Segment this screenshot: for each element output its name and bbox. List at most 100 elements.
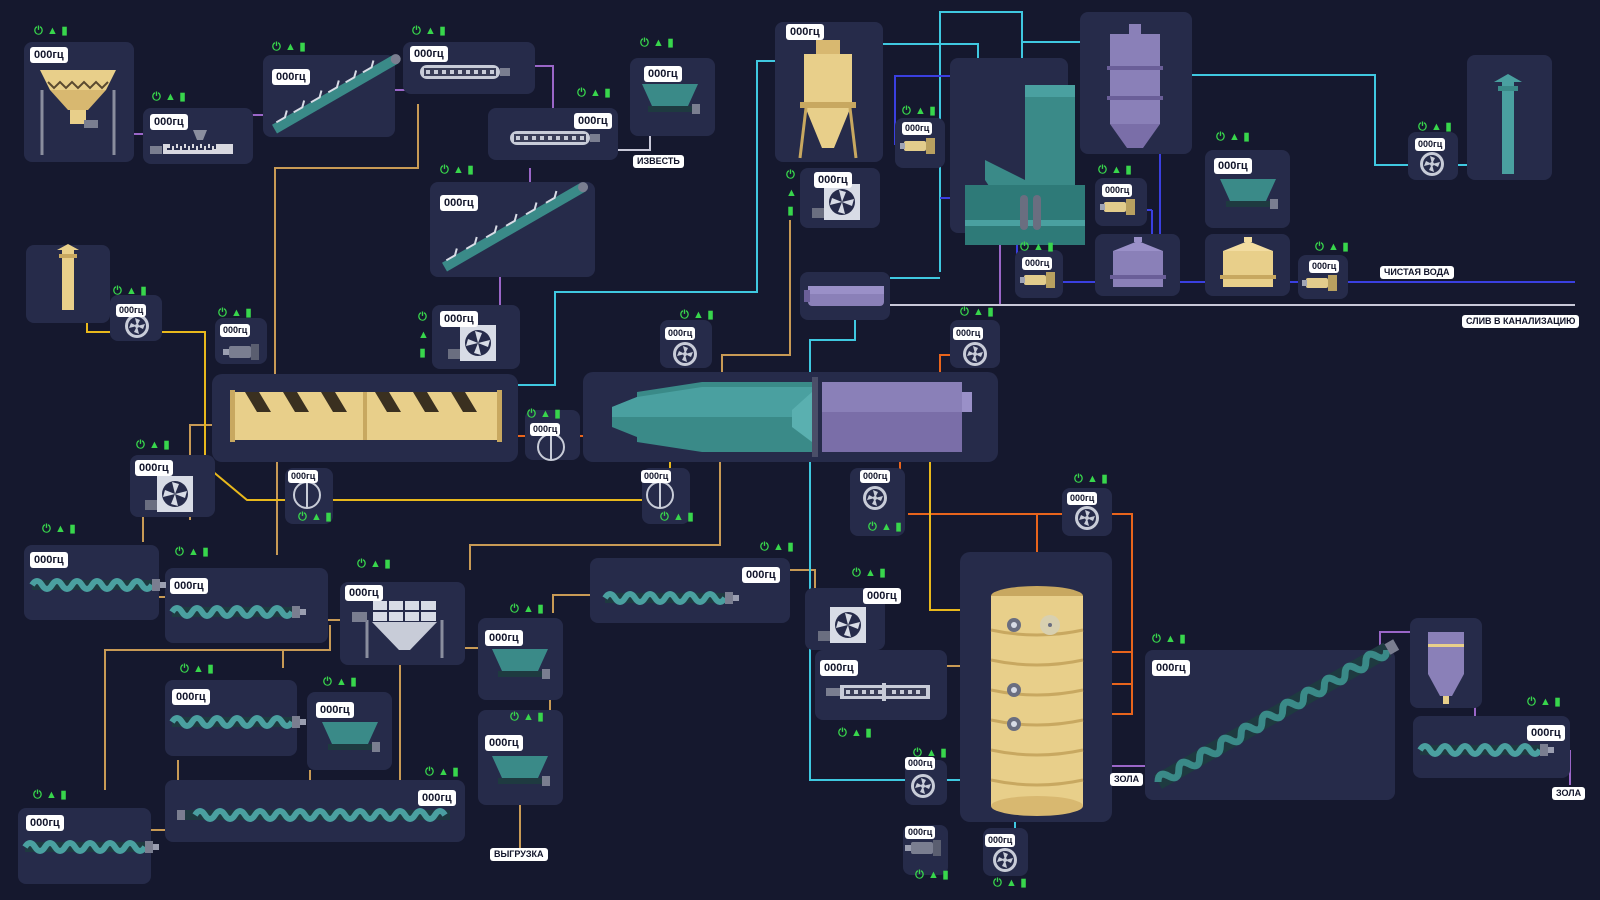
chain-conveyor-1 (420, 65, 510, 79)
flame-icon: ▲ (693, 309, 704, 321)
status-indicators: ⏻▲▮ (1020, 240, 1055, 254)
frequency-readout[interactable]: 000гц (316, 702, 354, 718)
frequency-readout[interactable]: 000гц (418, 790, 456, 806)
frequency-readout[interactable]: 000гц (742, 567, 780, 583)
status-indicators: ⏻▲▮ (1527, 695, 1562, 709)
frequency-readout[interactable]: 000гц (150, 114, 188, 130)
chain-conveyor-3 (826, 683, 930, 701)
frequency-readout[interactable]: 000гц (272, 69, 310, 85)
flame-icon: ▲ (425, 25, 436, 37)
frequency-readout[interactable]: 000гц (1022, 257, 1053, 270)
frequency-readout[interactable]: 000гц (1415, 138, 1446, 151)
power-icon: ⏻ (993, 877, 1002, 889)
frequency-readout[interactable]: 000гц (985, 834, 1016, 847)
bag-filter (1107, 24, 1163, 148)
sewer-drain-label: СЛИВ В КАНАЛИЗАЦИЮ (1462, 315, 1580, 328)
status-indicators: ⏻▲▮ (577, 86, 612, 100)
pipe-tan (721, 220, 791, 372)
frequency-readout[interactable]: 000гц (863, 588, 901, 604)
pipe-cyan (1180, 74, 1412, 166)
frequency-readout[interactable]: 000гц (30, 552, 68, 568)
frequency-readout[interactable]: 000гц (905, 826, 936, 839)
flame-icon: ▲ (193, 663, 204, 675)
frequency-readout[interactable]: 000гц (905, 757, 936, 770)
frequency-readout[interactable]: 000гц (644, 66, 682, 82)
frequency-readout[interactable]: 000гц (1152, 660, 1190, 676)
frequency-readout[interactable]: 000гц (288, 470, 319, 483)
power-icon: ⏻ (412, 25, 421, 37)
flame-icon: ▲ (370, 558, 381, 570)
frequency-readout[interactable]: 000гц (485, 630, 523, 646)
thermometer-icon: ▮ (707, 309, 714, 321)
water-tank-1 (1110, 237, 1166, 287)
flame-icon: ▲ (523, 603, 534, 615)
frequency-readout[interactable]: 000гц (135, 460, 173, 476)
frequency-readout[interactable]: 000гц (814, 172, 852, 188)
power-icon: ⏻ (1074, 473, 1083, 485)
frequency-readout[interactable]: 000гц (220, 324, 251, 337)
screw-conveyor-4 (172, 716, 306, 728)
frequency-readout[interactable]: 000гц (440, 311, 478, 327)
power-icon: ⏻ (852, 567, 861, 579)
rotary-kiln (612, 377, 972, 457)
power-icon: ⏻ (357, 558, 366, 570)
frequency-readout[interactable]: 000гц (1214, 158, 1252, 174)
power-icon: ⏻ (915, 869, 924, 881)
flame-icon: ▲ (973, 306, 984, 318)
screw-conveyor-long (177, 808, 450, 822)
frequency-readout[interactable]: 000гц (485, 735, 523, 751)
thermometer-icon: ▮ (1342, 241, 1349, 253)
frequency-readout[interactable]: 000гц (902, 122, 933, 135)
frequency-readout[interactable]: 000гц (172, 689, 210, 705)
status-indicators: ⏻▲▮ (838, 726, 873, 740)
flame-icon: ▲ (1328, 241, 1339, 253)
frequency-readout[interactable]: 000гц (1309, 260, 1340, 273)
frequency-readout[interactable]: 000гц (116, 304, 147, 317)
power-icon: ⏻ (868, 521, 877, 533)
frequency-readout[interactable]: 000гц (530, 423, 561, 436)
thermometer-icon: ▮ (60, 789, 67, 801)
flame-icon: ▲ (1431, 121, 1442, 133)
power-icon: ⏻ (902, 105, 911, 117)
power-icon: ⏻ (510, 711, 519, 723)
exhaust-stack-left (57, 244, 79, 310)
fan-4 (963, 342, 987, 366)
thermometer-icon: ▮ (1020, 877, 1027, 889)
status-indicators: ⏻▲▮ (510, 602, 545, 616)
frequency-readout[interactable]: 000гц (1527, 725, 1565, 741)
frequency-readout[interactable]: 000гц (1102, 184, 1133, 197)
thermometer-icon: ▮ (452, 766, 459, 778)
frequency-readout[interactable]: 000гц (30, 47, 68, 63)
pipe-cyan (500, 60, 795, 386)
status-indicators: ⏻▲▮ (527, 407, 562, 421)
frequency-readout[interactable]: 000гц (26, 815, 64, 831)
frequency-readout[interactable]: 000гц (860, 470, 891, 483)
power-icon: ⏻ (218, 307, 227, 319)
ash-silo (1428, 632, 1464, 704)
frequency-readout[interactable]: 000гц (574, 113, 612, 129)
status-indicators: ⏻▲▮ (510, 710, 545, 724)
flame-icon: ▲ (590, 87, 601, 99)
clean-water-label: ЧИСТАЯ ВОДА (1380, 266, 1454, 279)
chain-conveyor-2 (510, 131, 600, 145)
incline-conveyor-1 (272, 54, 401, 134)
frequency-readout[interactable]: 000гц (1067, 492, 1098, 505)
power-icon: ⏻ (527, 408, 536, 420)
status-indicators: ⏻▲▮ (852, 566, 887, 580)
frequency-readout[interactable]: 000гц (440, 195, 478, 211)
flame-icon: ▲ (786, 187, 797, 199)
frequency-readout[interactable]: 000гц (410, 46, 448, 62)
frequency-readout[interactable]: 000гц (170, 578, 208, 594)
flame-icon: ▲ (453, 164, 464, 176)
thermometer-icon: ▮ (1445, 121, 1452, 133)
flame-icon: ▲ (523, 711, 534, 723)
frequency-readout[interactable]: 000гц (665, 327, 696, 340)
frequency-readout[interactable]: 000гц (641, 470, 672, 483)
frequency-readout[interactable]: 000гц (345, 585, 383, 601)
status-indicators: ⏻▲▮ (913, 746, 948, 760)
frequency-readout[interactable]: 000гц (953, 327, 984, 340)
frequency-readout[interactable]: 000гц (820, 660, 858, 676)
frequency-readout[interactable]: 000гц (786, 24, 824, 40)
power-icon: ⏻ (960, 306, 969, 318)
